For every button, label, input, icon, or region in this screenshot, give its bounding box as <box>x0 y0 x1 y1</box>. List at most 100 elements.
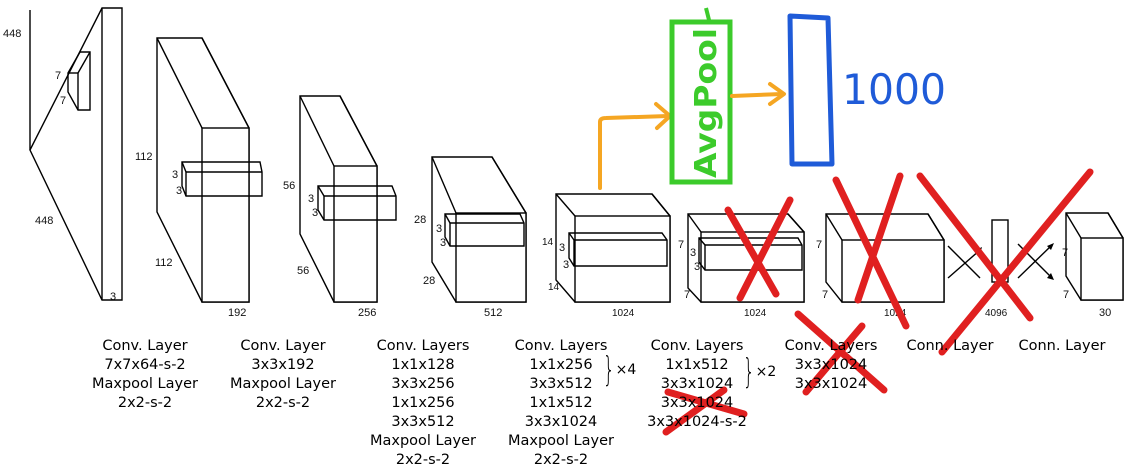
input-kernel <box>67 51 91 111</box>
caption-line: 3x3x1024 <box>794 357 868 373</box>
caption-line: Maxpool Layer <box>230 376 336 392</box>
block5-kernel <box>698 237 803 271</box>
caption-line: 7x7x64-s-2 <box>104 357 186 373</box>
dimension-labels: 448 448 3 7 7 112 112 192 3 3 56 56 256 … <box>3 28 1111 319</box>
input-kernel-label-a: 7 <box>55 70 61 82</box>
input-height-label: 448 <box>3 28 21 40</box>
output-size-label: 1000 <box>842 65 946 114</box>
caption-line: Conn. Layer <box>1018 338 1106 354</box>
caption-fc1: Conn. Layer <box>900 337 1000 356</box>
caption-line: Conv. Layers <box>784 338 878 354</box>
caption-block3: Conv. Layers 1x1x128 3x3x256 1x1x256 3x3… <box>364 337 482 470</box>
block5-kernel-label-a: 3 <box>690 247 696 259</box>
fc-size-label: 4096 <box>985 308 1008 319</box>
block5-channels-label: 1024 <box>744 308 767 319</box>
avgpool-box: AvgPool <box>669 7 733 185</box>
block2-kernel-label-a: 3 <box>308 193 314 205</box>
caption-block5: Conv. Layers 1x1x512 3x3x1024 3x3x1024 3… <box>638 337 756 432</box>
caption-line: Conv. Layers <box>514 338 608 354</box>
caption-block2: Conv. Layer 3x3x192 Maxpool Layer 2x2-s-… <box>228 337 338 413</box>
output-volume <box>1065 212 1124 301</box>
input-width-label: 448 <box>35 215 53 227</box>
block2-kernel <box>317 185 397 221</box>
block3-kernel-label-b: 3 <box>440 237 446 249</box>
caption-line: 3x3x1024 <box>660 395 734 411</box>
caption-line: 1x1x256 <box>391 395 455 411</box>
caption-line: Conv. Layer <box>240 338 326 354</box>
caption-line: Conv. Layers <box>376 338 470 354</box>
caption-line: 1x1x128 <box>391 357 455 373</box>
block2-channels-label: 256 <box>358 307 376 319</box>
repeat-brace-block4: }×4 <box>598 353 636 387</box>
cross-block6 <box>832 172 910 330</box>
block4-volume <box>555 193 671 303</box>
block6-volume <box>825 213 945 303</box>
caption-fc2: Conn. Layer <box>1012 337 1112 356</box>
caption-line: 1x1x512 <box>529 395 593 411</box>
caption-line: 2x2-s-2 <box>255 395 311 411</box>
block1-kernel <box>181 161 263 197</box>
repeat-count: ×2 <box>755 364 777 380</box>
caption-line: 3x3x512 <box>391 414 455 430</box>
caption-line: 3x3x1024 <box>660 376 734 392</box>
block4-channels-label: 1024 <box>612 308 635 319</box>
block1-kernel-label-b: 3 <box>176 185 182 197</box>
caption-block6: Conv. Layers 3x3x1024 3x3x1024 <box>776 337 886 394</box>
output-channels-label: 30 <box>1099 307 1111 319</box>
input-channels-label: 3 <box>110 291 116 303</box>
block1-channels-label: 192 <box>228 307 246 319</box>
caption-block1: Conv. Layer 7x7x64-s-2 Maxpool Layer 2x2… <box>90 337 200 413</box>
block2-width-label: 56 <box>297 265 309 277</box>
caption-line: Conn. Layer <box>906 338 994 354</box>
output-arrow <box>730 82 786 106</box>
block4-kernel-label-a: 3 <box>559 242 565 254</box>
caption-line: 3x3x1024-s-2 <box>647 414 747 430</box>
block6-width-label: 7 <box>822 289 828 301</box>
repeat-count: ×4 <box>615 362 637 378</box>
cross-fc <box>916 168 1094 356</box>
block5-width-label: 7 <box>684 289 690 301</box>
caption-line: Conv. Layers <box>650 338 744 354</box>
repeat-brace-block5: }×2 <box>738 355 776 389</box>
block4-kernel <box>568 232 668 267</box>
cross-caption-block6 <box>794 310 888 396</box>
caption-line: Maxpool Layer <box>370 433 476 449</box>
input-volume <box>29 7 123 301</box>
caption-block4: Conv. Layers 1x1x256 3x3x512 1x1x512 3x3… <box>502 337 620 470</box>
caption-line: 3x3x1024 <box>524 414 598 430</box>
cross-caption-block5 <box>662 386 748 436</box>
caption-line: 3x3x256 <box>391 376 455 392</box>
block1-width-label: 112 <box>155 257 173 269</box>
input-kernel-label-b: 7 <box>60 95 66 107</box>
block3-volume <box>431 156 527 303</box>
avgpool-arrow <box>598 102 672 190</box>
brace-glyph: } <box>742 352 755 392</box>
caption-line: 2x2-s-2 <box>117 395 173 411</box>
caption-line: 3x3x1024 <box>794 376 868 392</box>
block4-width-label: 14 <box>548 282 560 293</box>
caption-line: Maxpool Layer <box>508 433 614 449</box>
caption-line: 1x1x512 <box>665 357 729 373</box>
block6-height-label: 7 <box>816 239 822 251</box>
caption-line: 3x3x192 <box>251 357 315 373</box>
block3-width-label: 28 <box>423 275 435 287</box>
block5-height-label: 7 <box>678 239 684 251</box>
output-height-label: 7 <box>1062 247 1068 259</box>
caption-line: Maxpool Layer <box>92 376 198 392</box>
block1-height-label: 112 <box>135 151 153 163</box>
caption-line: 2x2-s-2 <box>533 452 589 468</box>
caption-line: Conv. Layer <box>102 338 188 354</box>
block4-kernel-label-b: 3 <box>563 259 569 271</box>
caption-line: 2x2-s-2 <box>395 452 451 468</box>
block6-channels-label: 1024 <box>884 308 907 319</box>
block3-kernel-label-a: 3 <box>436 223 442 235</box>
caption-line: 1x1x256 <box>529 357 593 373</box>
block2-volume <box>299 95 378 303</box>
brace-glyph: } <box>602 350 615 390</box>
block2-kernel-label-b: 3 <box>312 207 318 219</box>
red-cross-marks <box>662 168 1094 436</box>
cross-block5 <box>724 196 794 302</box>
block3-kernel <box>444 213 525 247</box>
block3-height-label: 28 <box>414 214 426 226</box>
